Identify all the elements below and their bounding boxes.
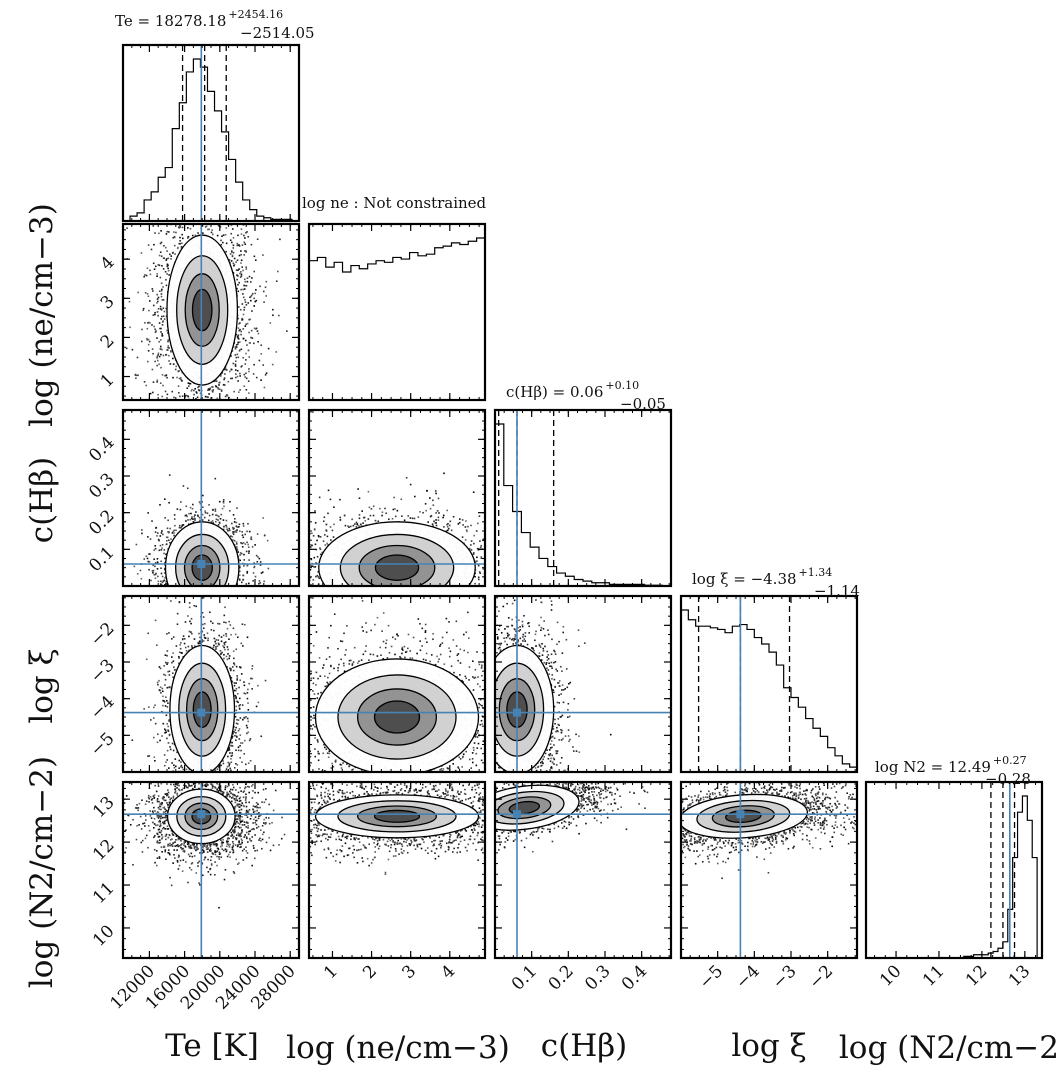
truth-marker — [513, 810, 521, 819]
y-tick-label: 3 — [97, 292, 119, 314]
y-tick-label: 0.1 — [85, 543, 118, 576]
title-ne: log ne : Not constrained — [302, 194, 487, 212]
y-tick-label: 1 — [97, 370, 119, 392]
density-panel-cHb-N2 — [495, 782, 671, 958]
xlabel-n2: log (N2/cm−2) — [839, 1030, 1056, 1066]
x-tick-label: 0.2 — [545, 961, 578, 994]
x-tick-label: 1 — [320, 961, 342, 983]
xlabel-logxi: log ξ — [731, 1028, 806, 1064]
diag-panel-ne — [307, 222, 487, 402]
title-xi: log ξ = −4.38+1.34 — [692, 566, 832, 588]
tick-marks — [122, 45, 300, 221]
panel-ne-N2 — [307, 780, 487, 960]
x-tick-label: 4 — [438, 961, 460, 983]
x-tick-label: −3 — [769, 961, 801, 993]
title-chb-minus: −0.05 — [620, 395, 666, 413]
ylabel-ne: log (ne/cm−3) — [24, 203, 60, 427]
x-tick-label: −5 — [695, 961, 727, 993]
panel-logxi-N2 — [679, 780, 859, 960]
tick-marks — [494, 410, 670, 586]
panel-Te-ne — [121, 222, 301, 402]
title-te-minus: −2514.05 — [240, 24, 315, 42]
y-tick-label: 0.3 — [85, 469, 118, 502]
histogram-cHb — [494, 423, 671, 587]
panel-Te-logxi — [121, 594, 301, 774]
truth-marker — [736, 810, 745, 819]
panel-Te-N2 — [121, 780, 301, 960]
x-tick-label: 0.1 — [508, 961, 541, 994]
density-panel-Te-ne — [125, 224, 288, 400]
y-tick-label: 12 — [89, 835, 118, 864]
panel-cHb-logxi — [493, 594, 673, 774]
ylabel-logxi: log ξ — [24, 648, 60, 723]
title-te: Te = 18278.18+2454.16 — [115, 8, 283, 30]
histogram-N2 — [866, 795, 1042, 959]
y-tick-label: −3 — [87, 655, 119, 687]
density-panel-Te-cHb — [123, 410, 299, 586]
truth-marker — [513, 708, 521, 717]
truth-marker — [197, 560, 206, 568]
density-panel-ne-N2 — [309, 782, 485, 875]
diag-panel-N2 — [864, 780, 1044, 960]
density-contour — [374, 554, 420, 581]
x-tick-label: −4 — [732, 961, 764, 993]
panel-Te-cHb — [121, 408, 301, 588]
density-panel-ne-cHb — [309, 472, 485, 586]
panel-ne-logxi — [307, 594, 487, 774]
truth-marker — [197, 708, 206, 717]
x-tick-label: 2 — [359, 961, 381, 983]
xlabel-te: Te [K] — [165, 1028, 259, 1064]
density-panel-Te-N2 — [123, 782, 299, 958]
tick-marks — [312, 224, 480, 400]
histogram-logxi — [680, 609, 858, 772]
y-tick-label: −2 — [87, 619, 119, 651]
y-tick-label: 0.4 — [85, 433, 118, 466]
y-tick-label: 0.2 — [85, 506, 118, 539]
x-tick-label: 12 — [962, 961, 991, 990]
title-n2: log N2 = 12.49+0.27 — [875, 754, 1027, 776]
density-panel-Te-logxi — [123, 596, 299, 772]
y-tick-label: 4 — [97, 253, 119, 275]
title-n2-minus: −0.28 — [985, 770, 1031, 788]
y-tick-label: −4 — [87, 692, 119, 724]
title-chb: c(Hβ) = 0.06+0.10 — [506, 379, 639, 401]
y-tick-label: 2 — [97, 331, 119, 353]
x-tick-label: 3 — [398, 961, 420, 983]
x-tick-label: −2 — [805, 961, 837, 993]
diag-panel-Te — [121, 43, 301, 223]
diag-panel-logxi — [679, 594, 859, 774]
y-tick-label: 11 — [89, 878, 118, 907]
y-tick-label: −5 — [87, 729, 119, 761]
tick-marks — [874, 782, 1037, 958]
panel-cHb-N2 — [493, 780, 673, 960]
tick-marks — [680, 596, 856, 772]
x-tick-label: 0.4 — [618, 961, 651, 994]
density-panel-logxi-N2 — [681, 782, 857, 958]
x-tick-label: 10 — [876, 961, 905, 990]
x-tick-label: 13 — [1005, 961, 1034, 990]
ylabel-chb: c(Hβ) — [24, 457, 60, 544]
xlabel-chb: c(Hβ) — [541, 1028, 628, 1064]
title-xi-minus: −1.14 — [814, 582, 860, 600]
truth-marker — [197, 810, 206, 819]
ylabel-n2: log (N2/cm−2) — [24, 756, 60, 988]
xlabel-ne: log (ne/cm−3) — [286, 1030, 510, 1066]
panel-ne-cHb — [307, 408, 487, 588]
diag-panel-cHb — [493, 408, 673, 588]
density-contour — [373, 809, 421, 823]
density-contour — [373, 700, 421, 734]
density-contour — [191, 288, 213, 332]
histogram-Te — [123, 58, 299, 222]
y-tick-label: 10 — [89, 921, 118, 950]
x-tick-label: 0.3 — [581, 961, 614, 994]
density-panel-ne-logxi — [309, 596, 485, 772]
y-tick-label: 13 — [89, 793, 118, 822]
x-tick-label: 11 — [919, 961, 948, 990]
histogram-ne — [308, 237, 486, 400]
